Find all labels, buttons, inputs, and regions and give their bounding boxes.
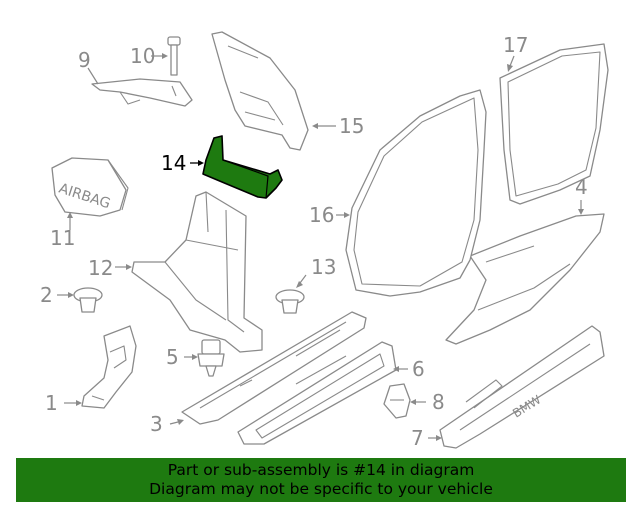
- part-3: [181, 311, 367, 425]
- leader-9: [87, 67, 99, 85]
- callout-6: 6: [412, 357, 425, 381]
- part-12: [131, 191, 263, 353]
- part-11: AIRBAG: [51, 157, 129, 217]
- part-13: [275, 289, 305, 314]
- part-14: [202, 135, 283, 199]
- callout-3: 3: [150, 412, 163, 436]
- banner-line-1: Part or sub-assembly is #14 in diagram: [167, 461, 475, 479]
- part-16: [345, 89, 487, 297]
- callout-10: 10: [130, 44, 155, 68]
- part-9: [91, 78, 193, 107]
- callout-1: 1: [45, 391, 58, 415]
- part-15: [211, 31, 309, 151]
- info-banner: Part or sub-assembly is #14 in diagram D…: [16, 458, 626, 502]
- part-2: [73, 287, 103, 313]
- callout-12: 12: [88, 256, 113, 280]
- callout-11: 11: [50, 226, 75, 250]
- leader-17: [509, 55, 515, 67]
- part-8: [383, 383, 411, 419]
- part-17: [499, 43, 609, 205]
- leader-3: [169, 421, 179, 425]
- part-7: BMW: [439, 325, 605, 449]
- callout-8: 8: [432, 390, 445, 414]
- callout-15: 15: [339, 114, 364, 138]
- callout-2: 2: [40, 283, 53, 307]
- banner-line-2: Diagram may not be specific to your vehi…: [149, 480, 493, 498]
- callout-14: 14: [161, 151, 186, 175]
- leader-13: [299, 274, 307, 284]
- part-4: [445, 213, 605, 345]
- callout-9: 9: [78, 48, 91, 72]
- part-1: [81, 325, 137, 409]
- callout-16: 16: [309, 203, 334, 227]
- callout-5: 5: [166, 345, 179, 369]
- callout-7: 7: [411, 426, 424, 450]
- callout-13: 13: [311, 255, 336, 279]
- callout-17: 17: [503, 33, 528, 57]
- part-10: [167, 36, 181, 76]
- part-5: [197, 339, 225, 377]
